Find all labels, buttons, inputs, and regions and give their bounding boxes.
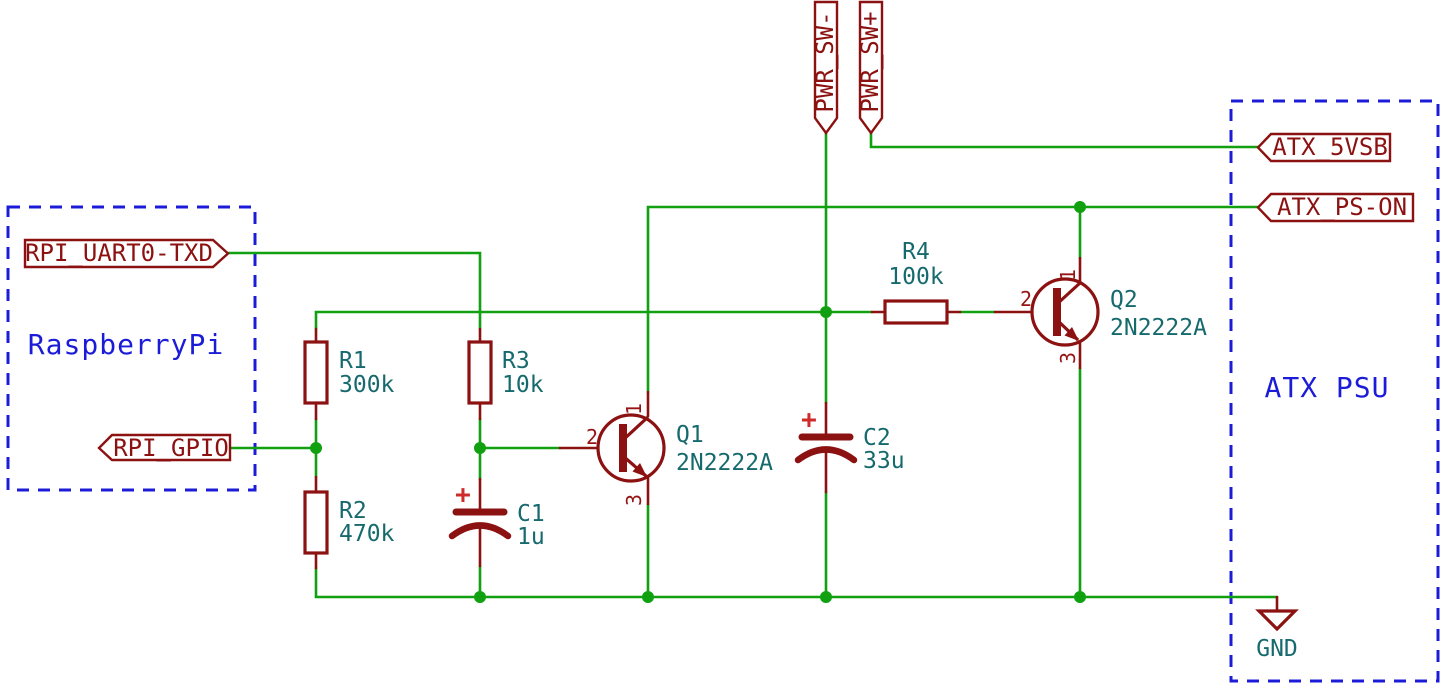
- net-label-atx-5vsb[interactable]: ATX_5VSB: [1256, 132, 1392, 163]
- pin-number: 1: [1056, 269, 1080, 281]
- net-label-text: ATX_5VSB: [1272, 133, 1388, 161]
- raspberrypi-box: [6, 205, 257, 492]
- wire-segment: [869, 131, 1260, 149]
- wire-segment: [314, 310, 874, 331]
- net-label-pwr-sw-plus[interactable]: PWR_SW+: [856, 0, 884, 136]
- net-label-shape: [1256, 192, 1415, 223]
- net-label-text: RPI_GPIO: [113, 434, 229, 462]
- net-label-rpi-gpio[interactable]: RPI_GPIO: [97, 433, 232, 462]
- emitter-arrow: [1064, 327, 1079, 341]
- net-label-shape: [1256, 132, 1392, 163]
- component-ref: Q1: [676, 422, 704, 448]
- net-label-shape: [858, 0, 884, 136]
- net-label-atx-ps-on[interactable]: ATX_PS-ON: [1256, 192, 1415, 223]
- resistor-body: [883, 299, 949, 325]
- resistor-r3[interactable]: R3 10k: [467, 340, 544, 405]
- component-ref: R2: [339, 498, 367, 524]
- component-value: 33u: [863, 448, 905, 474]
- net-label-text: ATX_PS-ON: [1277, 193, 1407, 221]
- wire-segment: [646, 205, 1260, 394]
- net-label-text: RPI_UART0-TXD: [25, 239, 213, 267]
- transistor-body: [596, 413, 666, 483]
- raspberrypi-title: RaspberryPi: [28, 328, 224, 361]
- component-value: 2N2222A: [1110, 315, 1207, 341]
- pin-number: 2: [1020, 287, 1032, 311]
- junction-dots: [310, 201, 1086, 603]
- capacitor-c2[interactable]: + C2 33u: [794, 405, 905, 474]
- gnd-label: GND: [1256, 636, 1298, 662]
- junction-dot: [1074, 201, 1086, 213]
- component-ref: R4: [902, 239, 930, 265]
- component-value: 1u: [517, 524, 545, 550]
- emitter-arrow: [632, 463, 647, 477]
- transistor-q2[interactable]: 1 2 3 Q2 2N2222A: [1020, 269, 1207, 364]
- component-ref: C2: [863, 425, 891, 451]
- net-label-pwr-sw-minus[interactable]: PWR_SW-: [811, 0, 839, 136]
- atx-psu-title: ATX PSU: [1264, 371, 1389, 404]
- pin-number: 1: [622, 403, 646, 415]
- component-value: 2N2222A: [676, 450, 773, 476]
- pin-number: 3: [622, 494, 646, 506]
- junction-dot: [310, 442, 322, 454]
- resistor-r2[interactable]: R2 470k: [303, 490, 395, 555]
- component-value: 10k: [502, 372, 544, 398]
- resistor-body: [303, 340, 329, 405]
- junction-dot: [642, 591, 654, 603]
- resistor-r4[interactable]: R4 100k: [883, 239, 949, 325]
- wire-segment: [314, 566, 1279, 599]
- pin-number: 2: [586, 425, 598, 449]
- junction-dot: [820, 591, 832, 603]
- component-ref: C1: [517, 501, 545, 527]
- component-value: 100k: [888, 264, 944, 290]
- resistor-r1[interactable]: R1 300k: [303, 340, 395, 405]
- junction-dot: [474, 591, 486, 603]
- component-value: 300k: [339, 372, 395, 398]
- resistor-body: [467, 340, 493, 405]
- net-label-shape: [97, 433, 232, 462]
- net-label-rpi-uart0-txd[interactable]: RPI_UART0-TXD: [23, 238, 230, 269]
- transistor-collector-line: [1055, 281, 1082, 306]
- net-label-shape: [813, 0, 839, 136]
- polarity-plus-sign: +: [455, 480, 471, 510]
- net-label-text: PWR_SW-: [811, 11, 839, 112]
- gnd-triangle-icon: [1255, 609, 1299, 632]
- pin-leads: [314, 256, 1082, 570]
- resistor-body: [303, 490, 329, 555]
- block-raspberrypi: RaspberryPi: [6, 205, 257, 492]
- capacitor-curved-plate: [794, 446, 858, 464]
- net-label-shape: [23, 238, 230, 269]
- transistor-q1[interactable]: 1 2 3 Q1 2N2222A: [586, 403, 773, 506]
- capacitor-curved-plate: [448, 522, 512, 540]
- pin-number: 3: [1056, 352, 1080, 364]
- junction-dot: [474, 442, 486, 454]
- junction-dot: [1074, 591, 1086, 603]
- wire-segment: [226, 251, 482, 331]
- junction-dot: [820, 306, 832, 318]
- atx-psu-box: [1229, 99, 1440, 683]
- block-atx-psu: ATX PSU: [1229, 99, 1440, 683]
- transistor-collector-line: [621, 415, 650, 442]
- component-ref: Q2: [1110, 287, 1138, 313]
- net-label-text: PWR_SW+: [856, 11, 884, 112]
- transistor-body: [1030, 277, 1100, 347]
- polarity-plus-sign: +: [801, 405, 817, 435]
- gnd-symbol[interactable]: GND: [1255, 595, 1299, 662]
- component-ref: R1: [339, 348, 367, 374]
- capacitor-c1[interactable]: + C1 1u: [448, 480, 545, 550]
- wires: [226, 131, 1279, 599]
- component-value: 470k: [339, 521, 395, 547]
- component-ref: R3: [502, 348, 530, 374]
